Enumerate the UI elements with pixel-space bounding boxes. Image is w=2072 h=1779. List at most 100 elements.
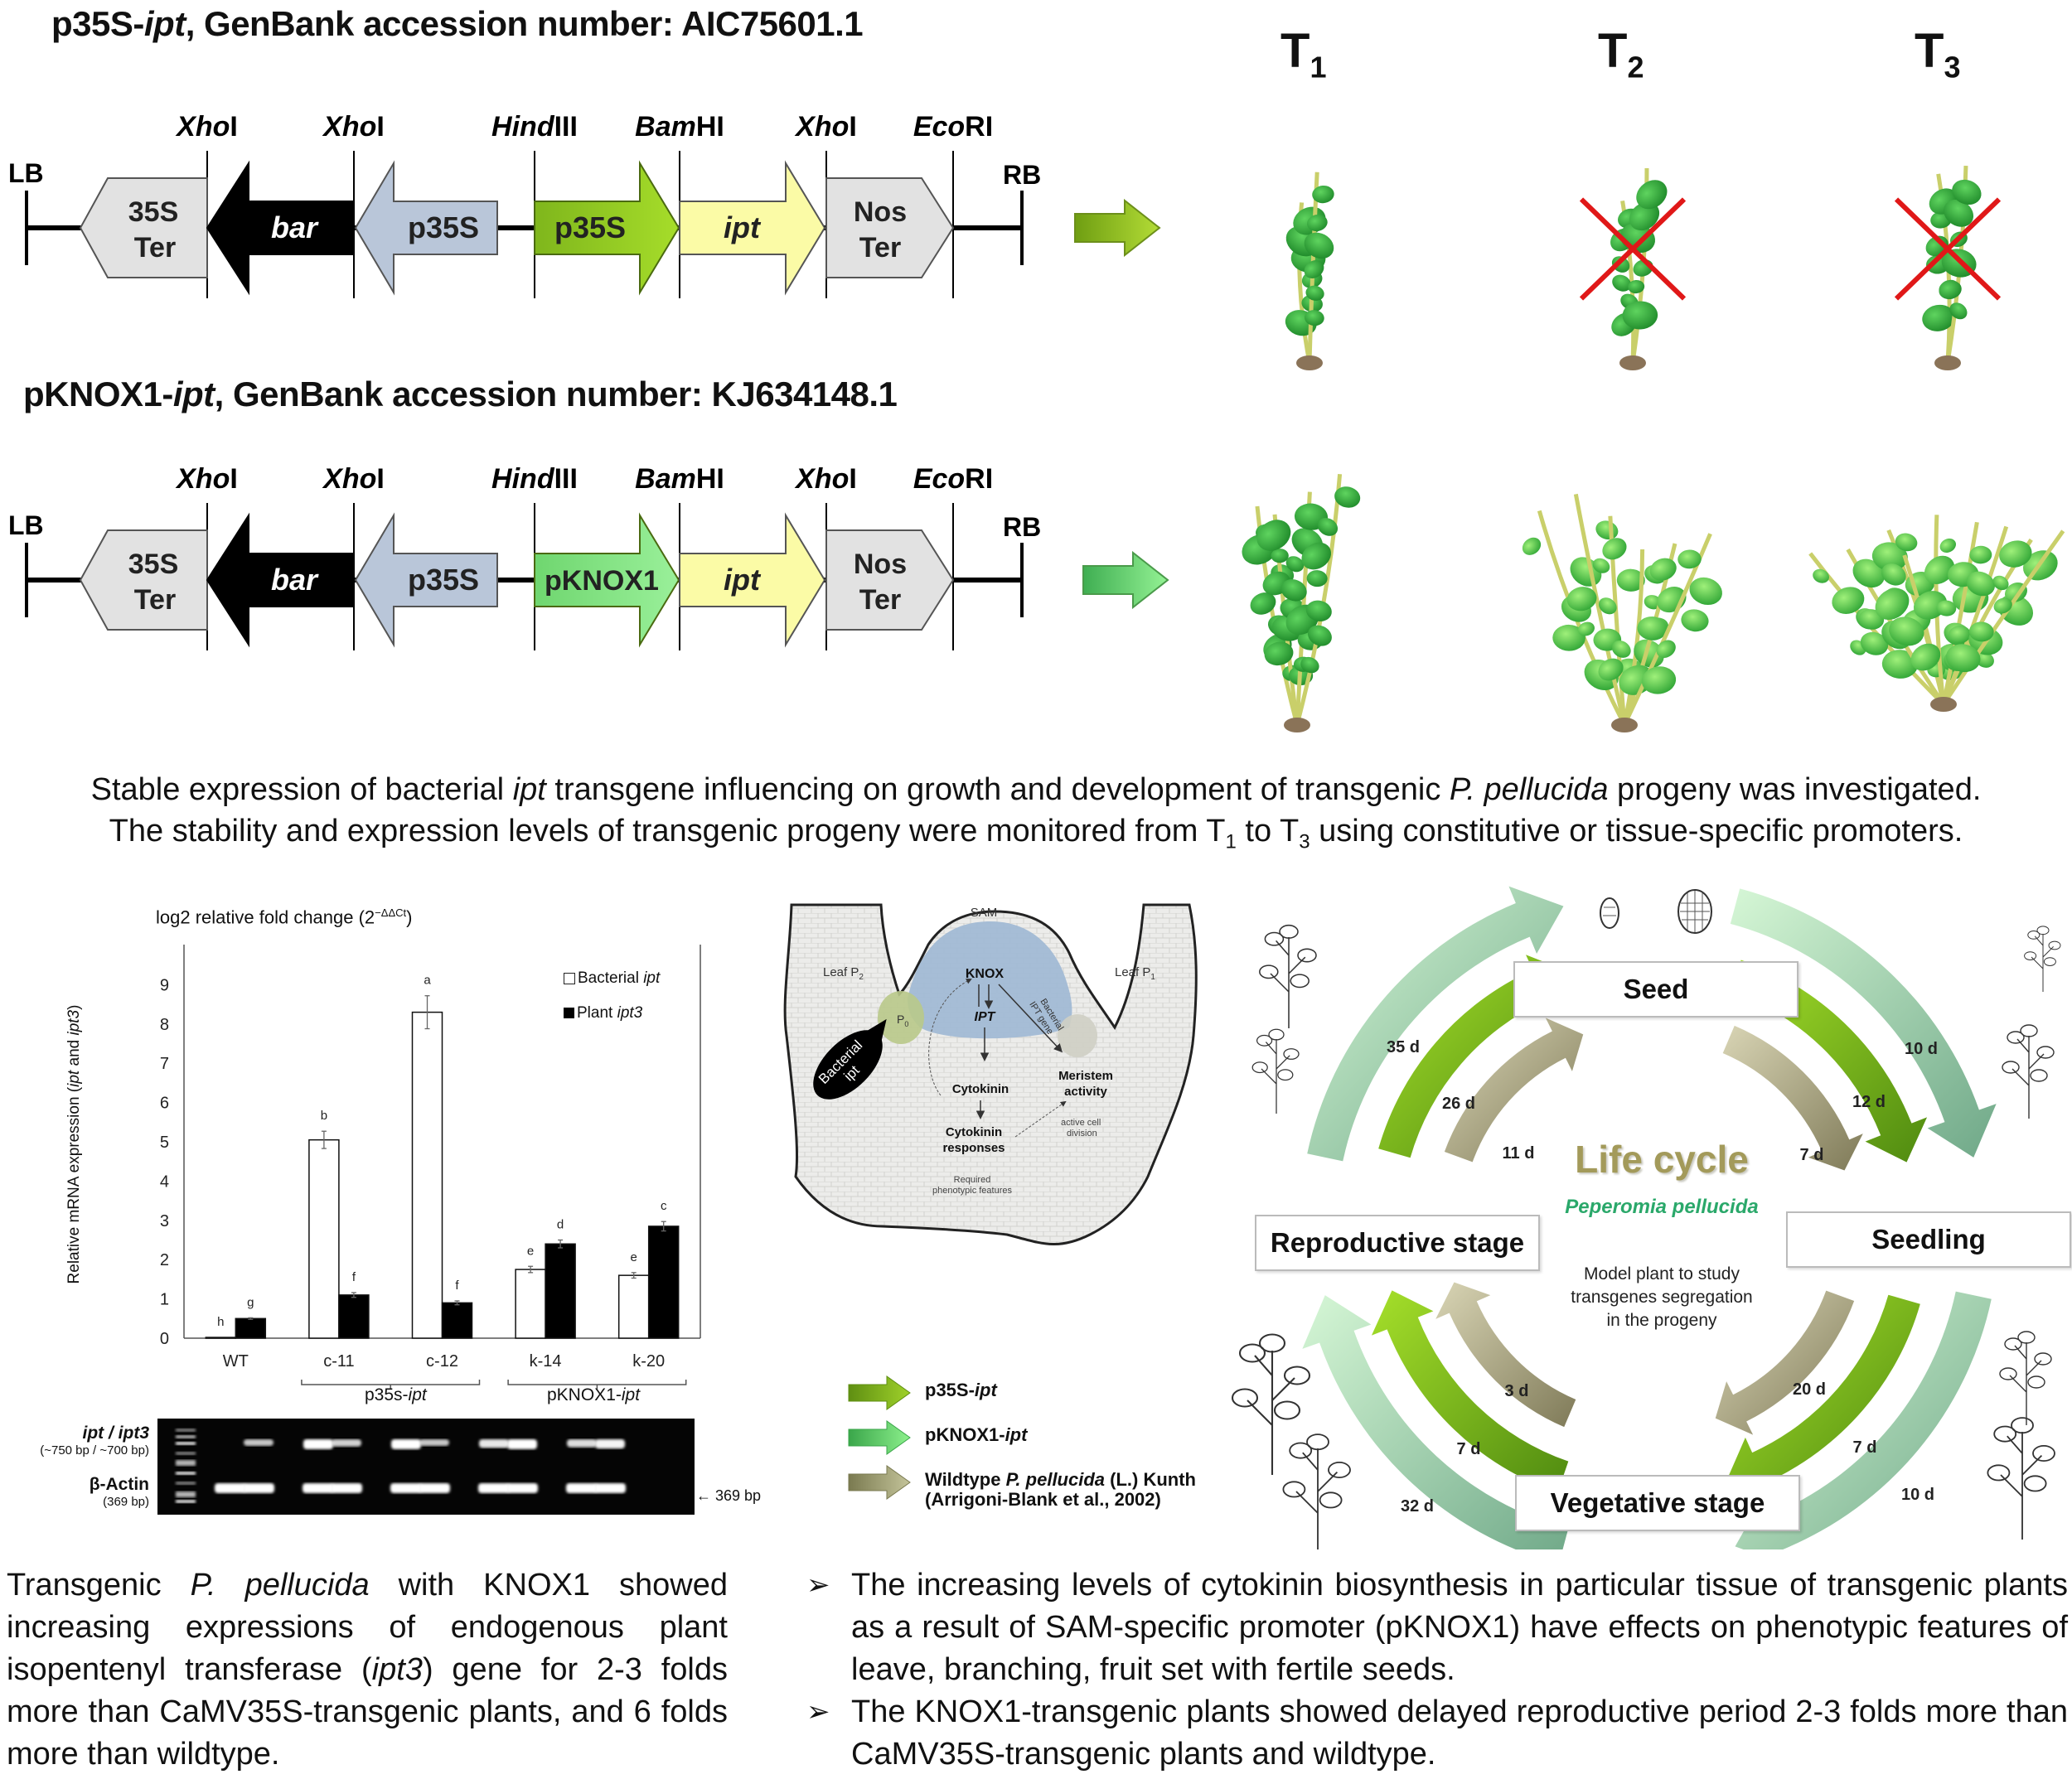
actin-band [303, 1483, 334, 1493]
sam-diagram: Bacterial ipt SAM Leaf P2 Leaf P1 KNOX I… [783, 903, 1198, 1245]
plant-leaf [1949, 302, 1968, 320]
seed-illustration [1600, 889, 1712, 934]
illustration-mature-plant [1231, 1333, 1311, 1475]
bullet-1: ➢The increasing levels of cytokinin bios… [800, 1564, 2068, 1691]
ipt-band [244, 1439, 274, 1446]
plant-leaf [1611, 640, 1631, 658]
arrow-p35s-to-plants [1074, 199, 1161, 257]
y-tick-label: 0 [160, 1330, 169, 1348]
actin-band [331, 1483, 362, 1493]
left-border-label: LB [8, 158, 44, 188]
duration-label: 26 d [1442, 1095, 1475, 1113]
significance-letter: g [247, 1295, 254, 1309]
note-line-3: in the progeny [1606, 1311, 1717, 1330]
plant-leaf [1622, 301, 1658, 330]
plant-pknox1-t2 [1522, 493, 1722, 732]
plant-p35s-t1 [1285, 172, 1334, 370]
actin-band [594, 1483, 626, 1493]
plant-leaf [1552, 624, 1585, 651]
chart-title: log2 relative fold change (2−ΔΔCt) [156, 906, 413, 928]
plant-leaf [1312, 185, 1334, 204]
p0-region [878, 991, 924, 1044]
title-prefix: pKNOX1- [23, 375, 173, 413]
left-arrow-icon: ← [696, 1487, 711, 1504]
y-tick-label: 1 [160, 1291, 169, 1309]
y-tick-label: 3 [160, 1212, 169, 1230]
bottom-right-bullets: ➢The increasing levels of cytokinin bios… [800, 1564, 2068, 1776]
plant-leaf [1922, 304, 1955, 331]
bar-plant-ipt3 [441, 1302, 473, 1339]
duration-label: 35 d [1387, 1038, 1420, 1056]
stage-seedling: Seedling [1786, 1211, 2071, 1268]
ladder-band [176, 1442, 196, 1445]
ladder-band [176, 1435, 196, 1438]
restriction-site-label: XhoI [794, 463, 857, 495]
plant-leaf [1305, 600, 1332, 621]
ipt-band [391, 1439, 421, 1449]
plant-leaf [1852, 558, 1885, 588]
meristem-label-2: activity [1064, 1085, 1107, 1099]
plant-leaf [1952, 179, 1982, 205]
arrow-shape [848, 1465, 911, 1500]
sketch-stem [2009, 1342, 2042, 1425]
legend-label: Wildtype P. pellucida (L.) Kunth(Arrigon… [925, 1469, 1196, 1510]
sketch-leaf [2017, 1331, 2036, 1344]
bullet-arrow-icon: ➢ [806, 1696, 830, 1728]
plant-leaf [1649, 558, 1677, 581]
sketch-leaf [1258, 1333, 1286, 1353]
bar-bacterial-ipt [308, 1138, 340, 1339]
plant-leaf [1832, 587, 1865, 614]
plant-leaf [1304, 232, 1334, 259]
cycle-arrow-wildtype-vegetative_to_reproductive [1435, 1282, 1576, 1428]
illustration-reproductive-plant [1259, 924, 1317, 1029]
actin-band [566, 1483, 598, 1493]
left-border-label: LB [8, 510, 44, 540]
duration-label: 7 d [1457, 1440, 1481, 1458]
duration-label: 10 d [1901, 1486, 1934, 1504]
plant-leaf [1628, 279, 1645, 294]
element-label: 35S [128, 196, 179, 228]
sketch-leaf [1319, 1491, 1343, 1509]
group-label-pknox1: pKNOX1-ipt [547, 1385, 641, 1404]
gel-row1-title: ipt / ipt3 [82, 1424, 150, 1443]
cycle-arrow-pknox1-reproductive_to_seed [1307, 886, 1564, 1162]
legend-swatch-black [564, 1008, 574, 1019]
plant-leaf [1889, 616, 1924, 646]
actin-band [390, 1483, 422, 1493]
sketch-leaf [1279, 924, 1299, 939]
plant-pknox1-t1 [1242, 473, 1361, 732]
bullet-2: ➢The KNOX1-transgenic plants showed dela… [800, 1691, 2068, 1776]
plant-leaf [1305, 310, 1324, 326]
plant-leaf [1999, 540, 2032, 568]
sketch-stem [2011, 1036, 2045, 1119]
element-bar-gene [206, 160, 355, 296]
sketch-leaf [1289, 1442, 1313, 1459]
element-label: bar [271, 210, 319, 244]
plant-photos [1242, 165, 2065, 732]
plant-stem [1941, 521, 1979, 705]
x-tick-label: c-11 [323, 1352, 354, 1371]
actin-band [215, 1483, 246, 1493]
arrow-pknox1-to-plants [1082, 551, 1169, 609]
right-border-label: RB [1003, 512, 1041, 542]
responses-label-1: Cytokinin [946, 1125, 1002, 1139]
significance-letter: f [455, 1279, 459, 1293]
element-promoter [534, 512, 680, 648]
cycle-arrow-p35s-vegetative_to_reproductive [1371, 1290, 1569, 1493]
sketch-stem [2031, 934, 2054, 992]
sketch-leaf [2023, 1475, 2047, 1492]
red-cross-icon [1894, 197, 2002, 301]
restriction-site-label: BamHI [635, 463, 724, 495]
sketch-leaf [1297, 948, 1317, 963]
duration-label: 20 d [1793, 1380, 1826, 1399]
sketch-leaf [1283, 1366, 1311, 1385]
plant-leaf [1592, 558, 1610, 573]
significance-letter: c [661, 1199, 667, 1213]
significance-letter: f [352, 1270, 356, 1284]
sketch-leaf [2043, 957, 2056, 966]
sketch-leaf [1987, 1464, 2011, 1482]
chart-legend: Bacterial ipt Plant ipt3 [564, 961, 660, 1031]
ladder-band [176, 1452, 196, 1455]
knox-to-meristem-arrow [998, 984, 1063, 1053]
bar-bacterial-ipt [205, 1337, 237, 1339]
